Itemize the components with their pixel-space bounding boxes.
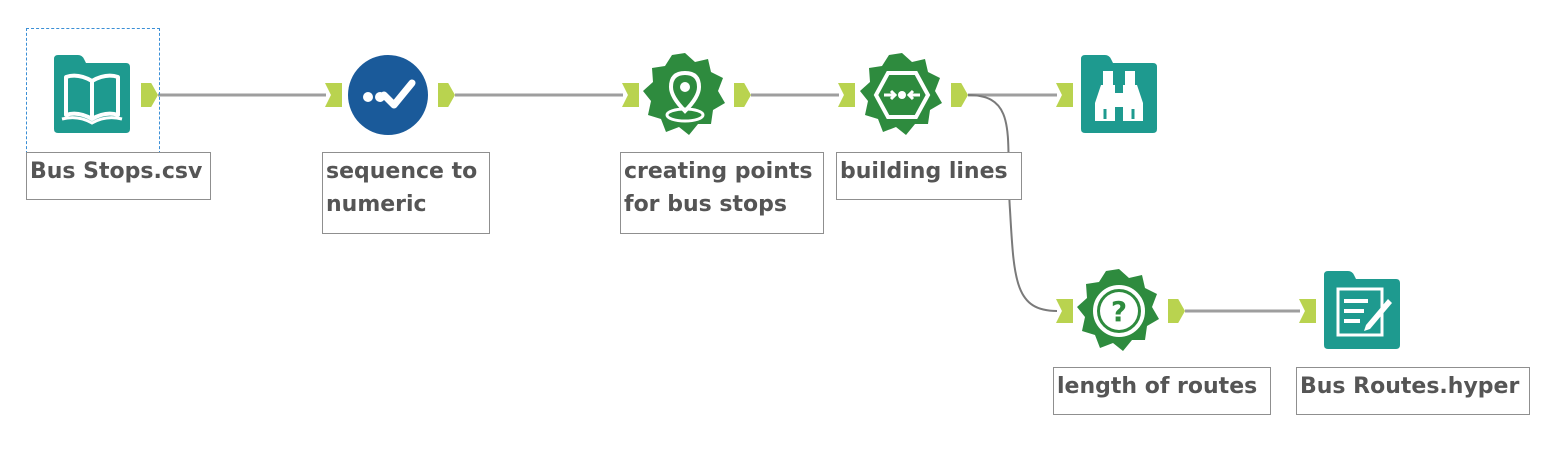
input-tool-annotation: Bus Stops.csv	[26, 152, 211, 200]
connection-poly-build-spatial-info[interactable]	[967, 94, 1058, 312]
create-points-tool-output-anchor[interactable]	[734, 83, 751, 107]
output-tool-annotation: Bus Routes.hyper	[1296, 367, 1530, 415]
svg-text:?: ?	[1111, 295, 1127, 328]
question-icon: ?	[1077, 269, 1159, 351]
poly-build-tool-annotation: building lines	[836, 152, 1022, 200]
browse-tool-input-anchor[interactable]	[1056, 83, 1073, 107]
spatial-info-tool[interactable]: ?	[1077, 269, 1161, 353]
binoculars-icon	[1081, 55, 1157, 133]
select-tool-input-anchor[interactable]	[325, 83, 342, 107]
spatial-info-tool-input-anchor[interactable]	[1056, 299, 1073, 323]
create-points-tool-input-anchor[interactable]	[622, 83, 639, 107]
checkmark-icon	[348, 55, 428, 135]
poly-build-tool-output-anchor[interactable]	[951, 83, 968, 107]
browse-tool[interactable]	[1077, 53, 1161, 137]
book-icon	[54, 55, 130, 133]
poly-build-icon	[860, 53, 942, 135]
poly-build-tool-input-anchor[interactable]	[838, 83, 855, 107]
select-tool[interactable]	[346, 53, 430, 137]
select-tool-annotation: sequence to numeric	[322, 152, 490, 234]
create-points-tool-annotation: creating points for bus stops	[620, 152, 824, 234]
output-document-icon	[1324, 271, 1400, 349]
input-data-tool[interactable]	[50, 53, 134, 137]
spatial-info-tool-annotation: length of routes	[1053, 367, 1271, 415]
output-tool-input-anchor[interactable]	[1299, 299, 1316, 323]
select-tool-output-anchor[interactable]	[438, 83, 455, 107]
output-data-tool[interactable]	[1320, 269, 1404, 353]
poly-build-tool[interactable]	[860, 53, 944, 137]
create-points-tool[interactable]	[643, 53, 727, 137]
map-pin-icon	[643, 53, 725, 135]
input-tool-output-anchor[interactable]	[141, 83, 158, 107]
spatial-info-tool-output-anchor[interactable]	[1168, 299, 1185, 323]
